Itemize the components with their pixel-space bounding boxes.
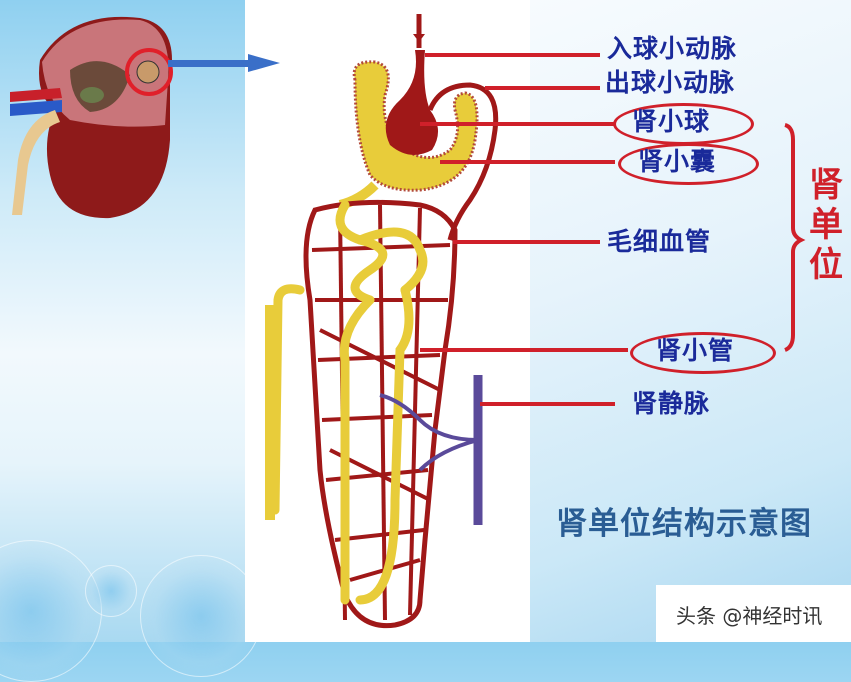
kidney-icon — [10, 16, 173, 219]
group-label-nephron: 肾 单 位 — [808, 165, 844, 285]
diagram-title: 肾单位结构示意图 — [556, 506, 812, 542]
nephron-illustration — [10, 14, 806, 629]
label-capillaries: 毛细血管 — [607, 227, 712, 256]
bracket — [784, 123, 806, 352]
group-label-char: 单 — [809, 205, 843, 245]
group-label-char: 位 — [809, 245, 843, 285]
arrow-icon — [168, 54, 280, 72]
watermark-box: 头条 @神经时讯 — [656, 585, 851, 642]
bubble-decor — [85, 565, 137, 617]
label-renal-capsule-oval — [618, 143, 759, 185]
label-renal-vein: 肾静脉 — [632, 389, 711, 418]
label-renal-tubule: 肾小管 — [656, 336, 735, 365]
watermark-text: 头条 @神经时讯 — [676, 604, 823, 628]
leader-lines — [420, 53, 628, 406]
label-renal-tubule-oval — [630, 332, 776, 374]
label-glomerulus: 肾小球 — [632, 107, 711, 136]
label-efferent-arteriole: 出球小动脉 — [605, 68, 736, 97]
label-renal-capsule: 肾小囊 — [638, 147, 717, 176]
label-afferent-arteriole: 入球小动脉 — [607, 34, 738, 63]
group-label-char: 肾 — [809, 165, 843, 205]
